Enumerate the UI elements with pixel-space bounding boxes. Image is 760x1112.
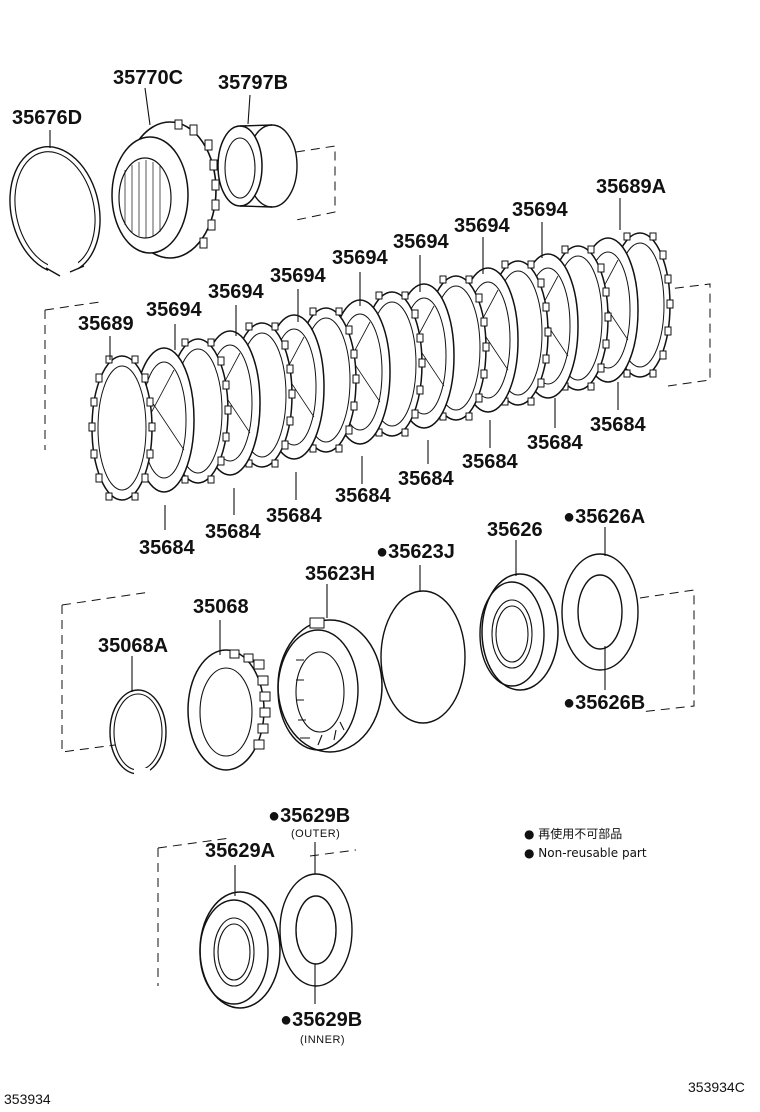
label-35626: 35626 <box>487 519 543 541</box>
one-way-clutch-35068 <box>187 649 271 771</box>
snap-ring-35676D <box>9 146 101 277</box>
label-35676D: 35676D <box>12 107 82 129</box>
washer-35626B <box>577 574 623 650</box>
label-35626B: ●35626B <box>563 692 645 714</box>
label-35694-5: 35694 <box>393 231 449 253</box>
seal-35626 <box>479 573 559 691</box>
legend: ● 再使用不可部品 ● Non-reusable part <box>524 826 647 860</box>
label-35694-3: 35694 <box>270 265 326 287</box>
label-35629B-outer: ●35629B <box>268 805 350 827</box>
washer-35629B-outer <box>279 873 353 987</box>
label-35689: 35689 <box>78 313 134 335</box>
label-35694-2: 35694 <box>208 281 264 303</box>
clutch-pack <box>44 232 711 501</box>
label-35684-6: 35684 <box>462 451 518 473</box>
label-35689A: 35689A <box>596 176 666 198</box>
label-35684-8: 35684 <box>590 414 646 436</box>
o-ring-35623J <box>380 590 466 724</box>
label-35684-7: 35684 <box>527 432 583 454</box>
seal-35629A <box>199 891 281 1009</box>
label-35068: 35068 <box>193 596 249 618</box>
plate-35689 <box>88 355 156 501</box>
label-35684-3: 35684 <box>266 505 322 527</box>
leaders-clutch <box>109 222 619 530</box>
label-35694-4: 35694 <box>332 247 388 269</box>
snap-ring-35068A <box>109 689 167 776</box>
label-35684-4: 35684 <box>335 485 391 507</box>
label-35694-7: 35694 <box>512 199 568 221</box>
label-35684-5: 35684 <box>398 468 454 490</box>
footer-code-right: 353934C <box>688 1079 745 1095</box>
leaders-lower <box>131 527 606 692</box>
label-35770C: 35770C <box>113 67 183 89</box>
washer-35626A <box>561 553 639 671</box>
label-35068A: 35068A <box>98 635 168 657</box>
dashed-frame-top <box>295 145 336 221</box>
footer-code-left: 353934 <box>4 1091 51 1107</box>
label-outer: (OUTER) <box>291 828 340 840</box>
label-35797B: 35797B <box>218 72 288 94</box>
label-35626A: ●35626A <box>563 506 645 528</box>
label-35623J: ●35623J <box>376 541 455 563</box>
label-35629A: 35629A <box>205 840 275 862</box>
label-35694-1: 35694 <box>146 299 202 321</box>
hub-35770C <box>111 119 220 259</box>
label-35623H: 35623H <box>305 563 375 585</box>
label-35684-2: 35684 <box>205 521 261 543</box>
label-35694-6: 35694 <box>454 215 510 237</box>
piston-35623H <box>277 617 383 753</box>
label-35684-1: 35684 <box>139 537 195 559</box>
washer-35629B-inner <box>295 895 337 965</box>
dashed-frame-bottom <box>157 837 357 986</box>
legend-line-ja: ● 再使用不可部品 <box>524 826 622 841</box>
part-labels: 35770C 35797B 35676D 35689A 35694 35694 … <box>12 67 666 1046</box>
dashed-frame-lower <box>61 589 695 753</box>
label-35629B-inner: ●35629B <box>280 1009 362 1031</box>
bearing-35797B <box>217 124 298 208</box>
legend-line-en: ● Non-reusable part <box>524 846 647 860</box>
label-inner: (INNER) <box>300 1034 345 1046</box>
